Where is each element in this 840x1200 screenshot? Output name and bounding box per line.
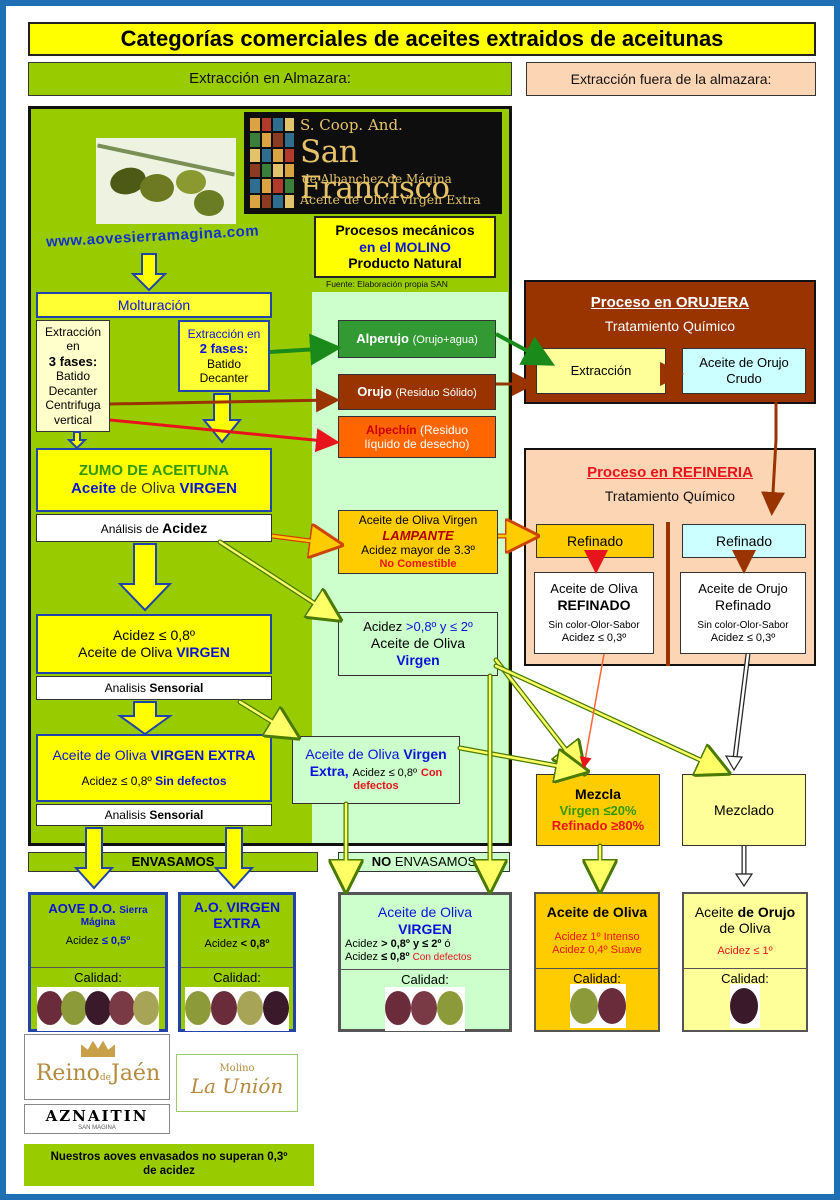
virgen-acidez-box: Acidez >0,8º y ≤ 2º Aceite de Oliva Virg… [338,612,498,676]
extra-defectos-box: Aceite de Oliva Virgen Extra, Acidez ≤ 0… [292,736,460,804]
product-virgen: Aceite de Oliva VIRGEN Acidez > 0,8º y ≤… [338,892,512,1032]
product-aceite-oliva: Aceite de Oliva Acidez 1º Intenso Acidez… [534,892,660,1032]
zumo-aceituna-box: ZUMO DE ACEITUNA Aceite de Oliva VIRGEN [36,448,272,512]
no-envasamos-bar: NO ENVASAMOS [338,852,510,872]
product-orujo-oliva: Aceite de Orujo de Oliva Acidez ≤ 1º Cal… [682,892,808,1032]
olives-photo [37,987,159,1031]
alpechin-box: Alpechín (Residuo líquido de desecho) [338,416,496,458]
virgen-extra-box: Aceite de Oliva VIRGEN EXTRA Acidez ≤ 0,… [36,734,272,802]
olive-branch-photo [96,138,236,224]
refinado-oliva: Refinado [536,524,654,558]
analisis-sensorial-2: Analisis Sensorial [36,804,272,826]
aznaitin-logo: AZNAITIN SAN MAGINA [24,1104,170,1134]
mezcla-box: Mezcla Virgen ≤20% Refinado ≥80% [536,774,660,846]
header-fuera-almazara: Extracción fuera de la almazara: [526,62,816,96]
product-aove-do: AOVE D.O. Sierra Mágina Acidez ≤ 0,5º Ca… [28,892,168,1032]
refineria-title: Proceso en REFINERIA [587,464,753,481]
alperujo-box: Alperujo (Orujo+agua) [338,320,496,358]
molturacion-box: Molturación [36,292,272,318]
molino-union-logo: Molino La Unión [176,1054,298,1112]
aceite-oliva-refinado: Aceite de Oliva REFINADO Sin color-Olor-… [534,572,654,654]
cooperative-logo: S. Coop. And. San Francisco de Albanchez… [244,112,502,214]
acidez-virgen-box: Acidez ≤ 0,8º Aceite de Oliva VIRGEN [36,614,272,674]
footer-note: Nuestros aoves envasados no superan 0,3º… [24,1144,314,1186]
analisis-acidez: Análisis de Acidez [36,514,272,542]
refineria-divider [666,522,670,666]
refineria-subtitle: Tratamiento Químico [604,488,736,504]
olives-photo [385,987,465,1031]
extraccion-orujera: Extracción [536,348,666,394]
olives-photo [570,984,626,1028]
procesos-source: Fuente: Elaboración propia SAN [326,279,448,289]
page-title: Categorías comerciales de aceites extrai… [28,22,816,56]
procesos-box: Procesos mecánicos en el MOLINO Producto… [314,216,496,278]
orujo-box: Orujo (Residuo Sólido) [338,374,496,410]
mezclado-box: Mezclado [682,774,806,846]
envasamos-bar: ENVASAMOS [28,852,318,872]
orujera-subtitle: Tratamiento Químico [604,318,736,334]
reino-jaen-logo: ReinodeJaén [24,1034,170,1100]
extraccion-3-fases: Extracción en 3 fases: Batido Decanter C… [36,320,110,432]
lampante-box: Aceite de Oliva Virgen LAMPANTE Acidez m… [338,510,498,574]
orujera-title: Proceso en ORUJERA [590,294,750,311]
extraccion-2-fases: Extracción en 2 fases: Batido Decanter [178,320,270,392]
olives-photo [730,984,760,1028]
refinado-orujo: Refinado [682,524,806,558]
olives-photo [185,987,289,1031]
product-virgen-extra: A.O. VIRGEN EXTRA Acidez < 0,8º Calidad: [178,892,296,1032]
header-almazara: Extracción en Almazara: [28,62,512,96]
aceite-orujo-refinado: Aceite de Orujo Refinado Sin color-Olor-… [680,572,806,654]
analisis-sensorial-1: Analisis Sensorial [36,676,272,700]
